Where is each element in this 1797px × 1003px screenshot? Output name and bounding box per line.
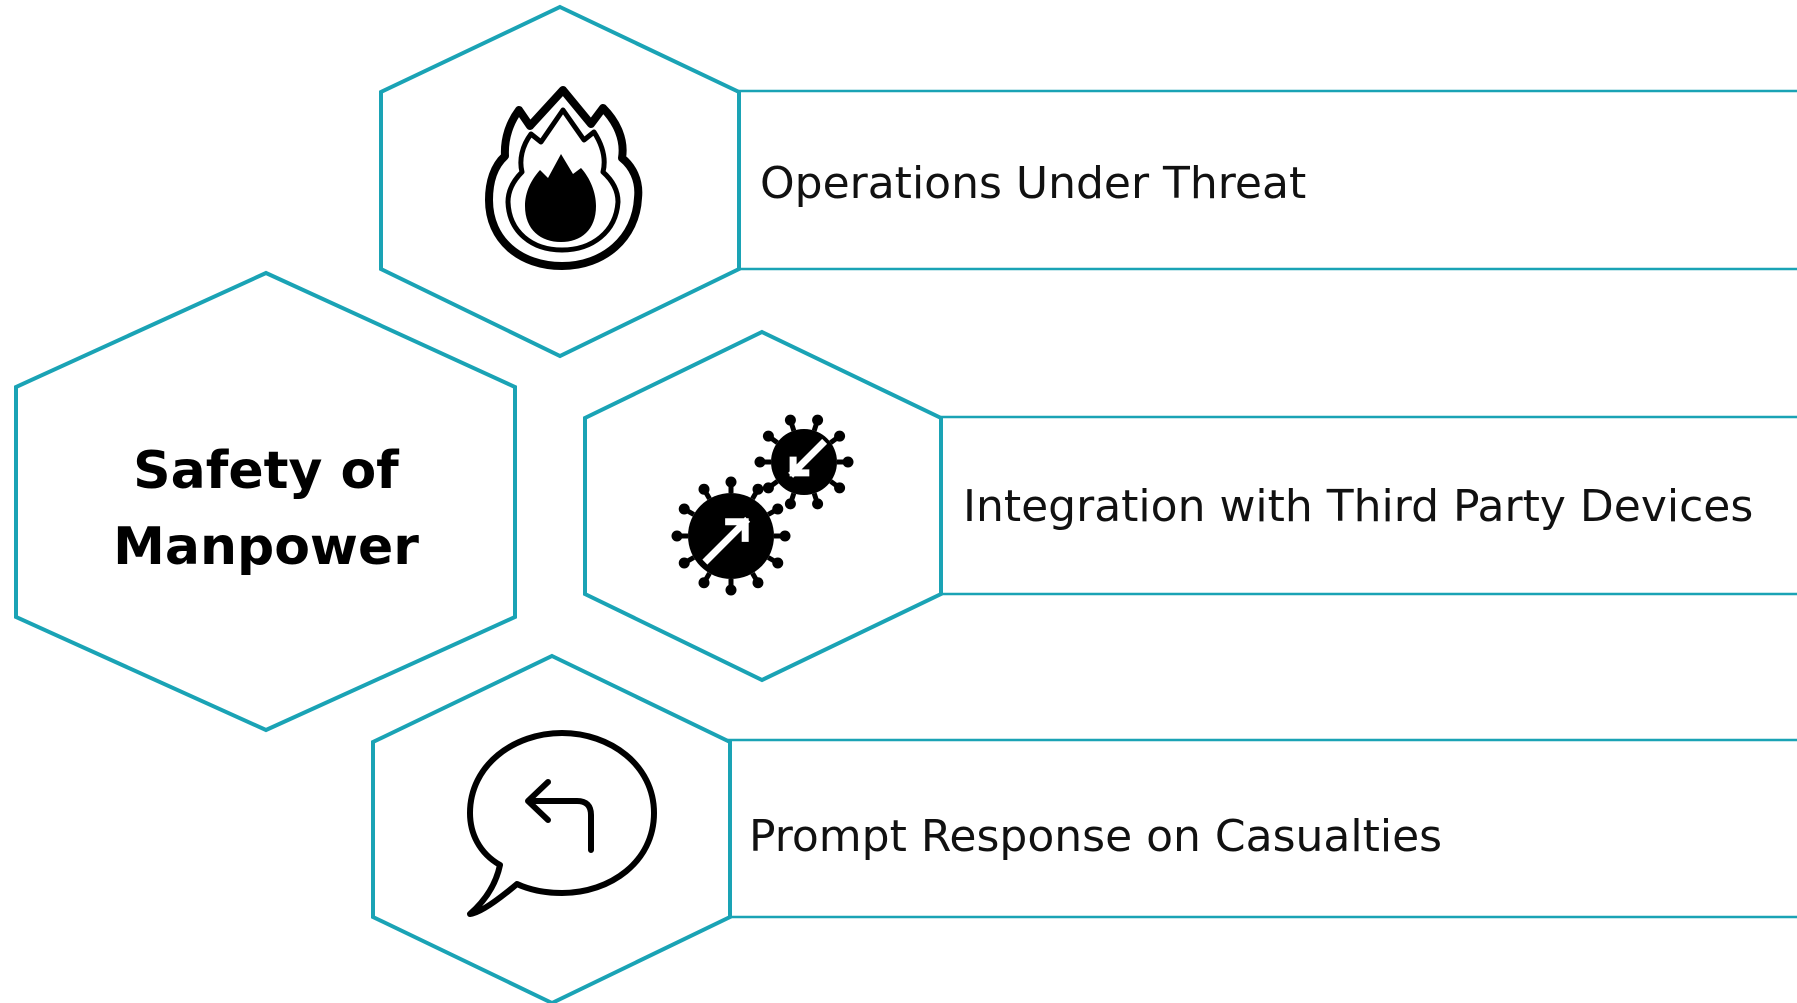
speech-bubble-reply-icon [467,730,657,917]
gear-outward-icon [671,476,791,596]
item-label-response: Prompt Response on Casualties [749,811,1443,862]
item-label-operations: Operations Under Threat [760,158,1307,209]
flame-icon [485,86,643,270]
item-label-integration: Integration with Third Party Devices [963,481,1754,532]
item-bar-integration [900,415,1797,596]
gear-inward-icon [754,414,854,510]
item-bar-operations [700,89,1797,271]
hexagon-integration [583,329,943,683]
center-title-line1: Safety of [133,441,399,501]
gears-integration-icon [671,414,854,596]
center-hexagon [14,270,517,733]
hexagon-response [371,653,732,1003]
item-bar-response [700,738,1797,919]
center-title-line2: Manpower [113,517,419,577]
center-title: Safety of Manpower [16,433,516,585]
